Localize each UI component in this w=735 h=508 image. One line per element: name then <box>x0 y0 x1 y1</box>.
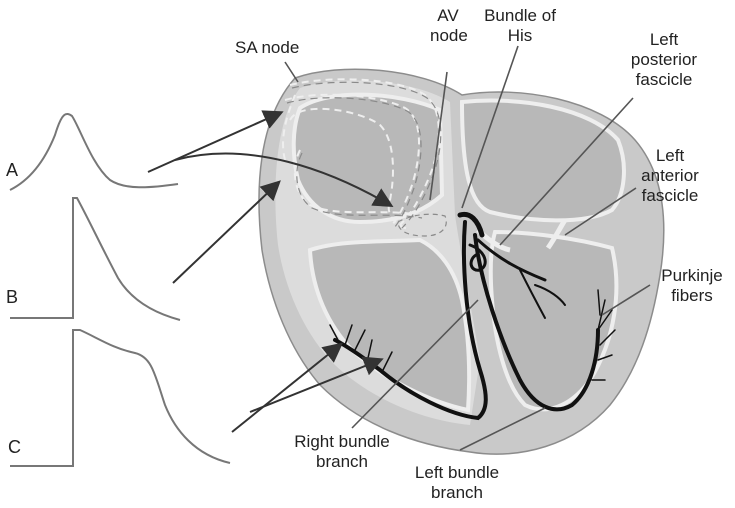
label-sa-node: SA node <box>235 38 299 58</box>
label-bundle-his-line2: His <box>480 26 560 46</box>
label-left-anterior-fascicle: Left anterior fascicle <box>628 146 712 206</box>
label-left-posterior-line1: Left <box>622 30 706 50</box>
label-left-posterior-line2: posterior <box>622 50 706 70</box>
label-purkinje-line1: Purkinje <box>653 266 731 286</box>
label-av-node-line1: AV <box>430 6 466 26</box>
label-left-anterior-line1: Left <box>628 146 712 166</box>
trace-a <box>10 114 178 190</box>
label-left-posterior-line3: fascicle <box>622 70 706 90</box>
trace-label-a: A <box>6 160 18 181</box>
trace-b <box>10 198 180 320</box>
trace-label-b: B <box>6 287 18 308</box>
label-left-anterior-line2: anterior <box>628 166 712 186</box>
label-left-anterior-line3: fascicle <box>628 186 712 206</box>
label-purkinje-fibers: Purkinje fibers <box>653 266 731 306</box>
label-bundle-his-line1: Bundle of <box>480 6 560 26</box>
arrow-a-to-atrium <box>148 113 280 172</box>
label-purkinje-line2: fibers <box>653 286 731 306</box>
label-left-bundle-line1: Left bundle <box>405 463 509 483</box>
label-bundle-of-his: Bundle of His <box>480 6 560 46</box>
trace-c <box>10 330 230 466</box>
label-left-bundle-branch: Left bundle branch <box>405 463 509 503</box>
label-right-bundle-branch: Right bundle branch <box>283 432 401 472</box>
trace-label-c: C <box>8 437 21 458</box>
sa-node-pointer <box>285 62 298 82</box>
label-av-node: AV node <box>430 6 466 46</box>
label-left-bundle-line2: branch <box>405 483 509 503</box>
label-right-bundle-line1: Right bundle <box>283 432 401 452</box>
label-right-bundle-line2: branch <box>283 452 401 472</box>
label-av-node-line2: node <box>430 26 466 46</box>
label-left-posterior-fascicle: Left posterior fascicle <box>622 30 706 90</box>
